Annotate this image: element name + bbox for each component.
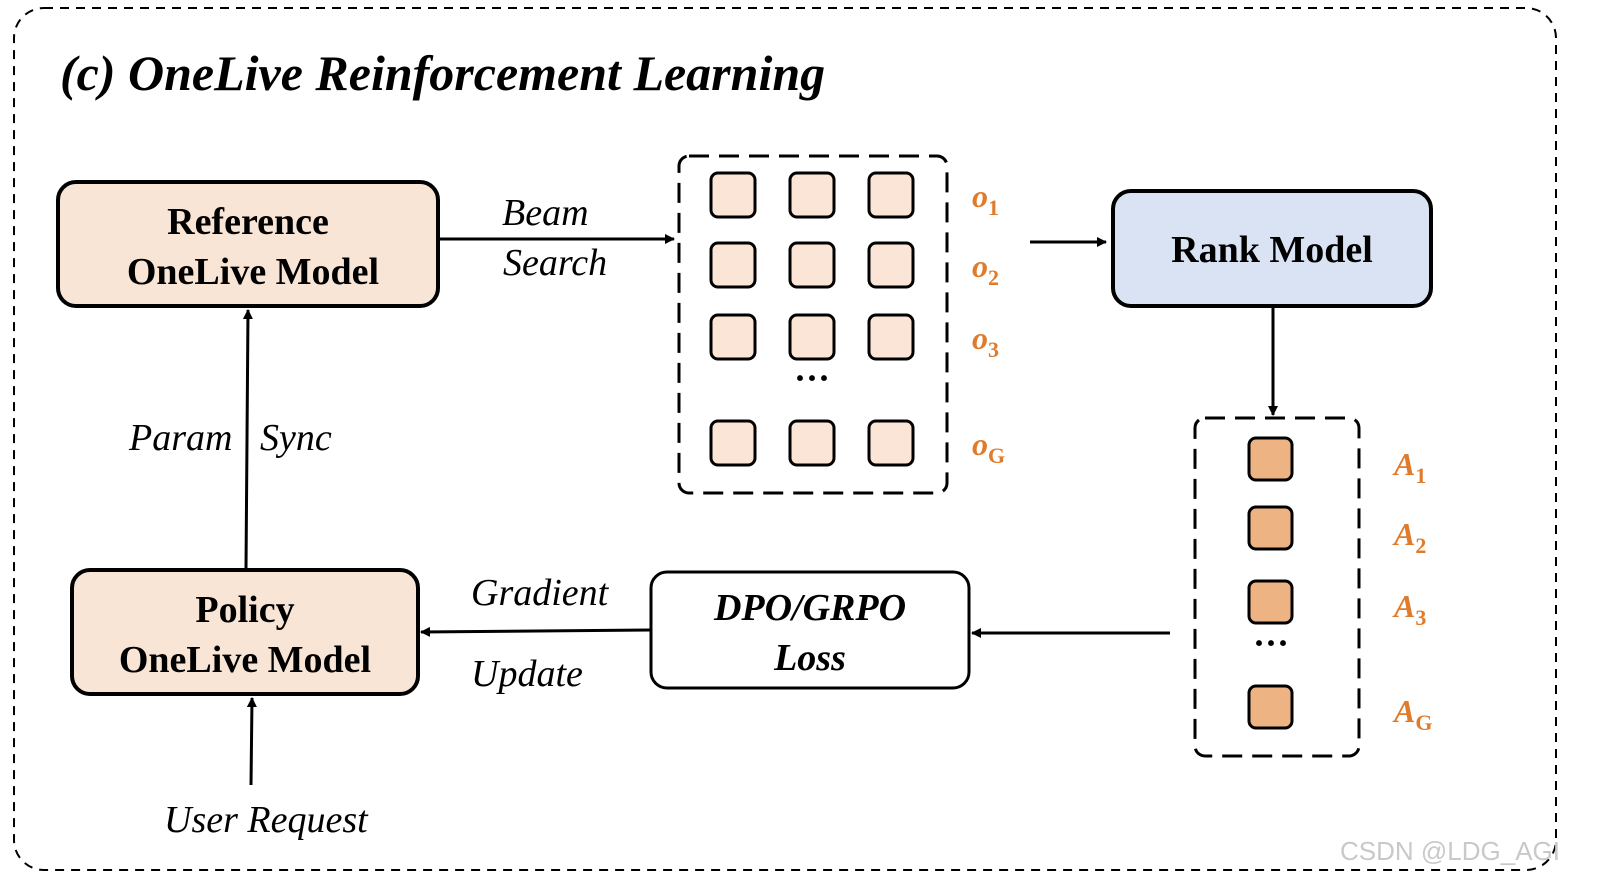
output-label-3: o3 bbox=[972, 320, 999, 362]
outputs-ellipsis: ··· bbox=[794, 358, 830, 398]
output-token-r1-c3 bbox=[867, 171, 915, 219]
output-token-r3-c2 bbox=[788, 313, 836, 361]
loss-node: DPO/GRPO Loss bbox=[649, 570, 971, 690]
user-request-label: User Request bbox=[164, 799, 369, 841]
output-label-1: o1 bbox=[972, 178, 999, 220]
output-token-r2-c3 bbox=[867, 241, 915, 289]
output-token-r1-c2 bbox=[788, 171, 836, 219]
policy-model-line2: OneLive Model bbox=[119, 639, 371, 681]
output-token-r3-c3 bbox=[867, 313, 915, 361]
policy-model-line1: Policy bbox=[195, 589, 294, 631]
output-token-r4-c2 bbox=[788, 419, 836, 467]
output-label-2: o2 bbox=[972, 248, 999, 290]
loss-line2: Loss bbox=[773, 637, 846, 679]
arrow-user-to-policy bbox=[246, 697, 257, 786]
output-token-r1-c1 bbox=[709, 171, 757, 219]
advantage-token-4 bbox=[1247, 684, 1294, 730]
reference-model-node: Reference OneLive Model bbox=[56, 180, 440, 308]
rank-model-box bbox=[1111, 189, 1433, 308]
policy-model-node: Policy OneLive Model bbox=[70, 568, 420, 696]
reference-model-line1: Reference bbox=[167, 201, 329, 243]
advantage-label-2: A2 bbox=[1392, 516, 1426, 558]
output-label-g: oG bbox=[972, 426, 1005, 468]
output-token-grid bbox=[709, 171, 915, 467]
outputs-group-frame bbox=[677, 154, 949, 495]
advantages-group-frame bbox=[1193, 416, 1361, 758]
gradient-label: Gradient bbox=[471, 572, 610, 614]
loss-line1: DPO/GRPO bbox=[713, 587, 906, 629]
advantage-label-g: AG bbox=[1392, 693, 1432, 735]
advantage-labels: A1 A2 A3 AG bbox=[1392, 446, 1432, 735]
advantage-token-1 bbox=[1247, 436, 1294, 482]
output-token-r2-c1 bbox=[709, 241, 757, 289]
diagram-title: (c) OneLive Reinforcement Learning bbox=[60, 45, 825, 101]
rank-model-label: Rank Model bbox=[1171, 229, 1373, 271]
update-label: Update bbox=[471, 653, 583, 695]
advantage-token-3 bbox=[1247, 579, 1294, 625]
advantages-ellipsis: ··· bbox=[1253, 623, 1289, 663]
beam-label: Beam bbox=[502, 192, 589, 234]
arrow-loss-to-policy bbox=[420, 626, 651, 637]
output-token-r2-c2 bbox=[788, 241, 836, 289]
reference-model-box bbox=[56, 180, 440, 308]
advantage-label-3: A3 bbox=[1392, 588, 1426, 630]
sync-label: Sync bbox=[260, 417, 332, 459]
advantage-token-2 bbox=[1247, 505, 1294, 551]
loss-box bbox=[649, 570, 971, 690]
output-labels: o1 o2 o3 oG bbox=[972, 178, 1005, 468]
arrow-policy-to-reference bbox=[242, 309, 253, 569]
output-token-r3-c1 bbox=[709, 313, 757, 361]
search-label: Search bbox=[503, 242, 607, 284]
output-token-r4-c1 bbox=[709, 419, 757, 467]
rank-model-node: Rank Model bbox=[1111, 189, 1433, 308]
policy-model-box bbox=[70, 568, 420, 696]
param-label: Param bbox=[128, 417, 232, 459]
advantage-label-1: A1 bbox=[1392, 446, 1426, 488]
reference-model-line2: OneLive Model bbox=[127, 251, 379, 293]
advantage-token-column bbox=[1247, 436, 1294, 730]
outer-frame bbox=[13, 7, 1557, 871]
output-token-r4-c3 bbox=[867, 419, 915, 467]
watermark: CSDN @LDG_AGI bbox=[1340, 836, 1560, 866]
